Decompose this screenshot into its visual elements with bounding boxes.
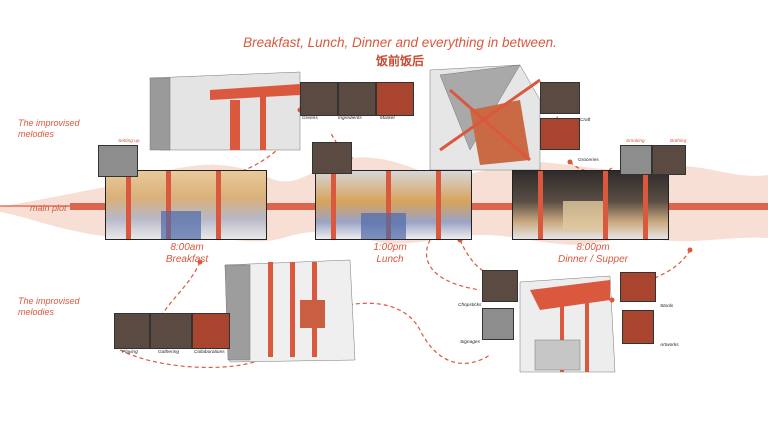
caption-market: Market [380,116,395,121]
connector-lunch-down [425,239,481,291]
photo-craft-2 [540,118,580,150]
photo-collaborations [192,313,230,349]
timeline-dinner: 8:00pm Dinner / Supper [548,242,638,266]
photo-stools [620,272,656,302]
sketch-bottom-right [519,275,616,373]
caption-playing: Playing [122,350,138,355]
photo-greens [300,82,338,116]
connector-playing [119,349,261,369]
timeline-breakfast: 8:00am Breakfast [142,242,232,266]
scene-dinner [512,170,669,240]
caption-smoking: Smoking [626,139,645,144]
photo-playing [114,313,150,349]
caption-gathering: Gathering [158,350,180,355]
photo-bathing [652,145,686,175]
caption-artworks: Artworks [660,343,679,348]
label-improvised-top: The improvised melodies [18,118,80,139]
connector-breakfast-down [159,261,201,319]
time-lunch: 1:00pm [373,242,407,253]
label-main-plot: main plot [30,203,67,213]
sketch-top-right [429,64,541,171]
caption-signages: Signages [460,340,481,345]
caption-craft: Craft [580,118,591,123]
meal-breakfast: Breakfast [165,254,209,265]
caption-stools: Stools [660,304,674,309]
connector-loop [309,302,491,364]
scene-lunch [315,170,472,240]
caption-greens: Greens [302,116,318,121]
time-breakfast: 8:00am [170,242,204,253]
diagram-subtitle: 饭前饭后 [375,54,424,68]
time-dinner: 8:00pm [576,242,610,253]
caption-ingredients: Ingredients [338,116,362,121]
meal-lunch: Lunch [376,254,404,265]
photo-ingredients [338,82,376,116]
caption-groceries: Groceries [578,158,599,163]
caption-chopsticks: Chopsticks [458,303,482,308]
caption-setting-up: Setting up [118,139,140,144]
sketch-top-left [149,71,301,151]
photo-gathering [150,313,192,349]
photo-setting-up [98,145,138,177]
caption-collaborations: Collaborations [194,350,225,355]
timeline-lunch: 1:00pm Lunch [345,242,435,266]
photo-chopsticks [482,270,518,302]
label-improvised-bottom: The improvised melodies [18,296,80,317]
photo-artworks [622,310,654,344]
photo-signages [482,308,514,340]
photo-lunch-people [312,142,352,174]
photo-craft-1 [540,82,580,114]
scene-breakfast [105,170,267,240]
photo-smoking [620,145,652,175]
sketch-bottom-left [224,259,356,363]
meal-dinner: Dinner / Supper [557,254,629,265]
caption-bathing: Bathing [670,139,687,144]
photo-market [376,82,414,116]
diagram-title: Breakfast, Lunch, Dinner and everything … [243,35,557,50]
